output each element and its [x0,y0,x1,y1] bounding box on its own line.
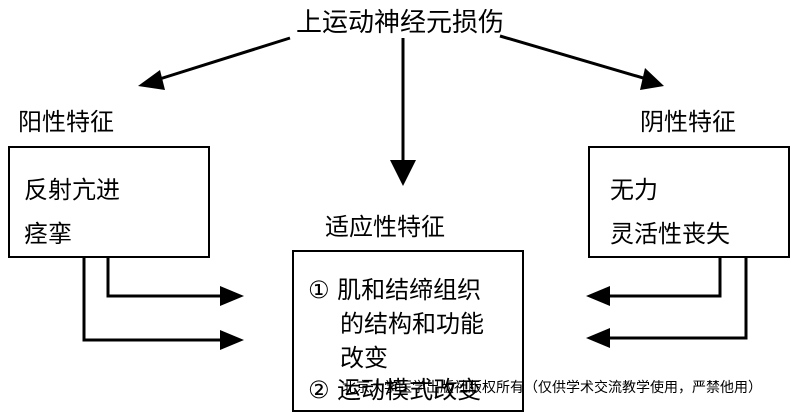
positive-heading: 阳性特征 [18,108,114,136]
adaptive-item: ② 运动模式改变 [308,376,482,404]
negative-heading: 阴性特征 [640,108,736,136]
arrowhead-adaptive [390,160,416,186]
connector-right-lower [600,258,748,340]
arrow-title-to-negative [499,34,651,82]
arrowhead-positive [138,70,165,90]
negative-item: 灵活性丧失 [610,220,730,248]
positive-item: 痉挛 [24,220,72,248]
arrow-title-to-positive [149,36,291,84]
adaptive-item: 的结构和功能 [340,310,484,338]
arrowhead-right-upper [586,286,610,306]
positive-item: 反射亢进 [24,176,120,204]
connector-left-upper [106,258,230,298]
arrowhead-left-lower [220,330,244,350]
arrowhead-right-lower [586,328,610,348]
arrowhead-left-upper [220,286,244,306]
connector-left-lower [82,258,230,342]
adaptive-item: 改变 [340,344,388,372]
positive-box: 反射亢进 痉挛 [8,146,210,258]
adaptive-item: ① 肌和结缔组织 [308,276,482,304]
connector-right-upper [600,258,722,298]
diagram-title: 上运动神经元损伤 [296,8,505,38]
negative-item: 无力 [610,176,658,204]
arrowhead-negative [640,68,664,90]
adaptive-heading: 适应性特征 [325,213,445,241]
negative-box: 无力 灵活性丧失 [588,146,790,258]
watermark-text: 北京大学医学出版社版权所有（仅供学术交流教学使用，严禁他用） [342,380,762,396]
adaptive-box: ① 肌和结缔组织 的结构和功能 改变 ② 运动模式改变 [292,250,524,412]
